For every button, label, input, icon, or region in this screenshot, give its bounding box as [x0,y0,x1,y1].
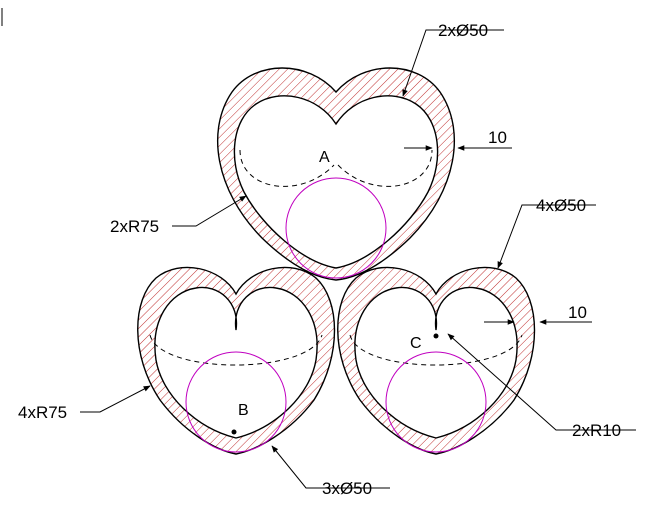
left-radius-leader [172,195,247,227]
top-dia-leader [402,29,504,97]
right-dia-leader [497,204,596,269]
bottom-right-radius-leader [447,333,636,431]
bottom-left-radius-leader [80,385,151,413]
bottom-left-circle [185,351,287,453]
top-arc-left [239,149,335,187]
bottom-right-radius-label: 2xR10 [572,421,621,440]
bottom-right-arc [349,334,523,366]
point-a-label: A [319,149,330,166]
bottom-left-heart-ring [137,266,336,455]
top-dia-label: 2xØ50 [438,21,488,40]
bottom-left-arc [149,334,323,366]
bottom-dia-label: 3xØ50 [322,479,372,498]
point-b-label: B [238,402,249,419]
top-thick-label: 10 [488,128,507,147]
point-c-label: C [410,335,422,352]
bottom-dia-leader [271,445,390,489]
bottom-right-circle [385,351,487,453]
top-center-circle [285,177,387,279]
right-thick-label: 10 [568,303,587,322]
bottom-left-radius-label: 4xR75 [18,403,67,422]
top-arc-right [337,149,433,187]
right-dia-label: 4xØ50 [536,196,586,215]
point-b-dot [231,429,237,435]
point-c-dot [433,333,439,339]
bottom-right-heart-ring [337,266,536,455]
left-radius-label: 2xR75 [110,217,159,236]
top-heart-ring [216,67,456,281]
